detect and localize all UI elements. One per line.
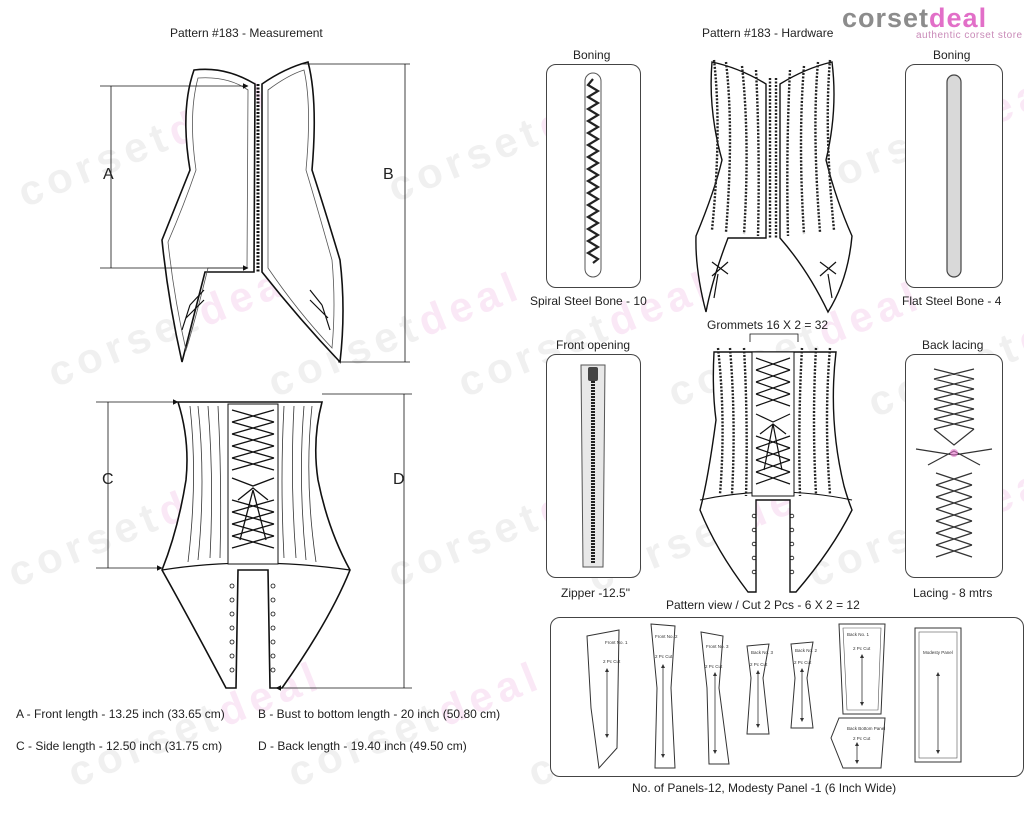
piece-label: Back No. 3 (751, 650, 774, 655)
pattern-pieces-drawing: Front No. 1 2 Pc Cut Front No. 2 2 Pc Cu… (586, 623, 962, 770)
piece-cut: 2 Pc Cut (853, 736, 871, 741)
flat-bone-icon (946, 74, 962, 278)
note-d: D - Back length - 19.40 inch (49.50 cm) (258, 739, 467, 753)
label-c: C (102, 471, 114, 488)
pattern-view-title: Pattern view / Cut 2 Pcs - 6 X 2 = 12 (666, 598, 860, 612)
flat-bone-card (905, 64, 1003, 288)
piece-cut: 2 Pc Cut (655, 654, 673, 659)
zipper-card (546, 354, 641, 578)
piece-cut: 2 Pc Cut (794, 660, 812, 665)
piece-label: Modesty Panel (923, 650, 953, 655)
piece-cut: 2 Pc Cut (750, 662, 768, 667)
boning-right-caption: Flat Steel Bone - 4 (902, 294, 1002, 308)
boning-left-title: Boning (573, 48, 611, 62)
label-d: D (393, 471, 405, 488)
piece-label: Back No. 2 (795, 648, 818, 653)
back-lacing-title: Back lacing (922, 338, 984, 352)
measurement-title: Pattern #183 - Measurement (170, 26, 323, 40)
piece-label: Front No. 3 (706, 644, 729, 649)
note-c: C - Side length - 12.50 inch (31.75 cm) (16, 739, 223, 753)
grommets-label: Grommets 16 X 2 = 32 (707, 318, 829, 332)
lacing-icon (915, 368, 993, 558)
hardware-title: Pattern #183 - Hardware (702, 26, 834, 40)
brand-logo: corsetdeal (842, 3, 988, 33)
piece-label: Front No. 1 (605, 640, 628, 645)
note-b: B - Bust to bottom length - 20 inch (50.… (258, 707, 501, 721)
piece-label: Back Bottom Panel (847, 726, 885, 731)
piece-cut: 2 Pc Cut (705, 664, 723, 669)
zipper-icon (580, 364, 606, 568)
piece-cut: 2 Pc Cut (603, 659, 621, 664)
piece-cut: 2 Pc Cut (853, 646, 871, 651)
piece-label: Front No. 2 (655, 634, 678, 639)
boning-right-title: Boning (933, 48, 971, 62)
front-opening-caption: Zipper -12.5" (561, 586, 630, 600)
brand-tagline: authentic corset store (916, 30, 1023, 41)
lacing-card (905, 354, 1003, 578)
spiral-bone-icon (584, 72, 602, 278)
back-lacing-caption: Lacing - 8 mtrs (913, 586, 993, 600)
label-b: B (383, 166, 394, 183)
boning-left-caption: Spiral Steel Bone - 10 (530, 294, 647, 308)
piece-label: Back No. 1 (847, 632, 870, 637)
note-a: A - Front length - 13.25 inch (33.65 cm) (16, 707, 225, 721)
pattern-view-caption: No. of Panels-12, Modesty Panel -1 (6 In… (632, 781, 897, 795)
label-a: A (103, 166, 114, 183)
front-opening-title: Front opening (556, 338, 631, 352)
spiral-bone-card (546, 64, 641, 288)
pattern-pieces-panel: Front No. 1 2 Pc Cut Front No. 2 2 Pc Cu… (550, 617, 1024, 777)
